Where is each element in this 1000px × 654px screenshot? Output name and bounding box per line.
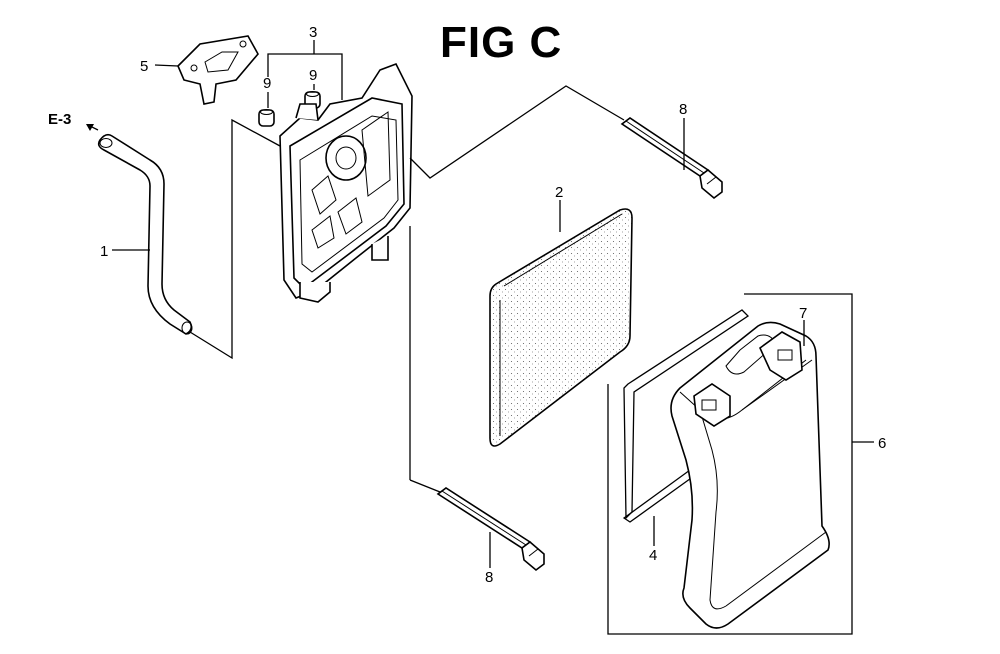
- air-filter-element-part: [489, 208, 633, 447]
- callout-1: 1: [100, 243, 108, 260]
- callout-2: 2: [555, 184, 563, 201]
- callout-5: 5: [140, 58, 148, 75]
- callout-9-left: 9: [263, 75, 271, 92]
- grommet-left-part: [258, 109, 275, 127]
- bolt-upper-part: [620, 117, 723, 200]
- assembly-line-tube: [189, 118, 281, 360]
- reference-arrow-icon: [86, 124, 94, 131]
- callout-8-upper: 8: [679, 101, 687, 118]
- callout-3: 3: [309, 24, 317, 41]
- callout-4: 4: [649, 547, 657, 564]
- assembly-line-upper-bolt: [409, 85, 625, 179]
- assembly-line-lower-bolt-b: [409, 479, 441, 493]
- callout-9-right: 9: [309, 67, 317, 84]
- callout-8-lower: 8: [485, 569, 493, 586]
- figure-title: FIG C: [440, 18, 563, 67]
- leader-5: [154, 64, 179, 67]
- air-cleaner-cover-part: [670, 321, 830, 629]
- bracket-6: [607, 293, 853, 635]
- callout-6: 6: [878, 435, 886, 452]
- air-cleaner-case-part: [279, 62, 413, 303]
- breather-tube-part: [97, 133, 193, 335]
- bracket-3: [267, 53, 343, 100]
- callout-7: 7: [799, 305, 807, 322]
- bolt-lower-part: [436, 487, 545, 572]
- gasket-part: [177, 35, 259, 105]
- reference-e3: E-3: [48, 111, 71, 128]
